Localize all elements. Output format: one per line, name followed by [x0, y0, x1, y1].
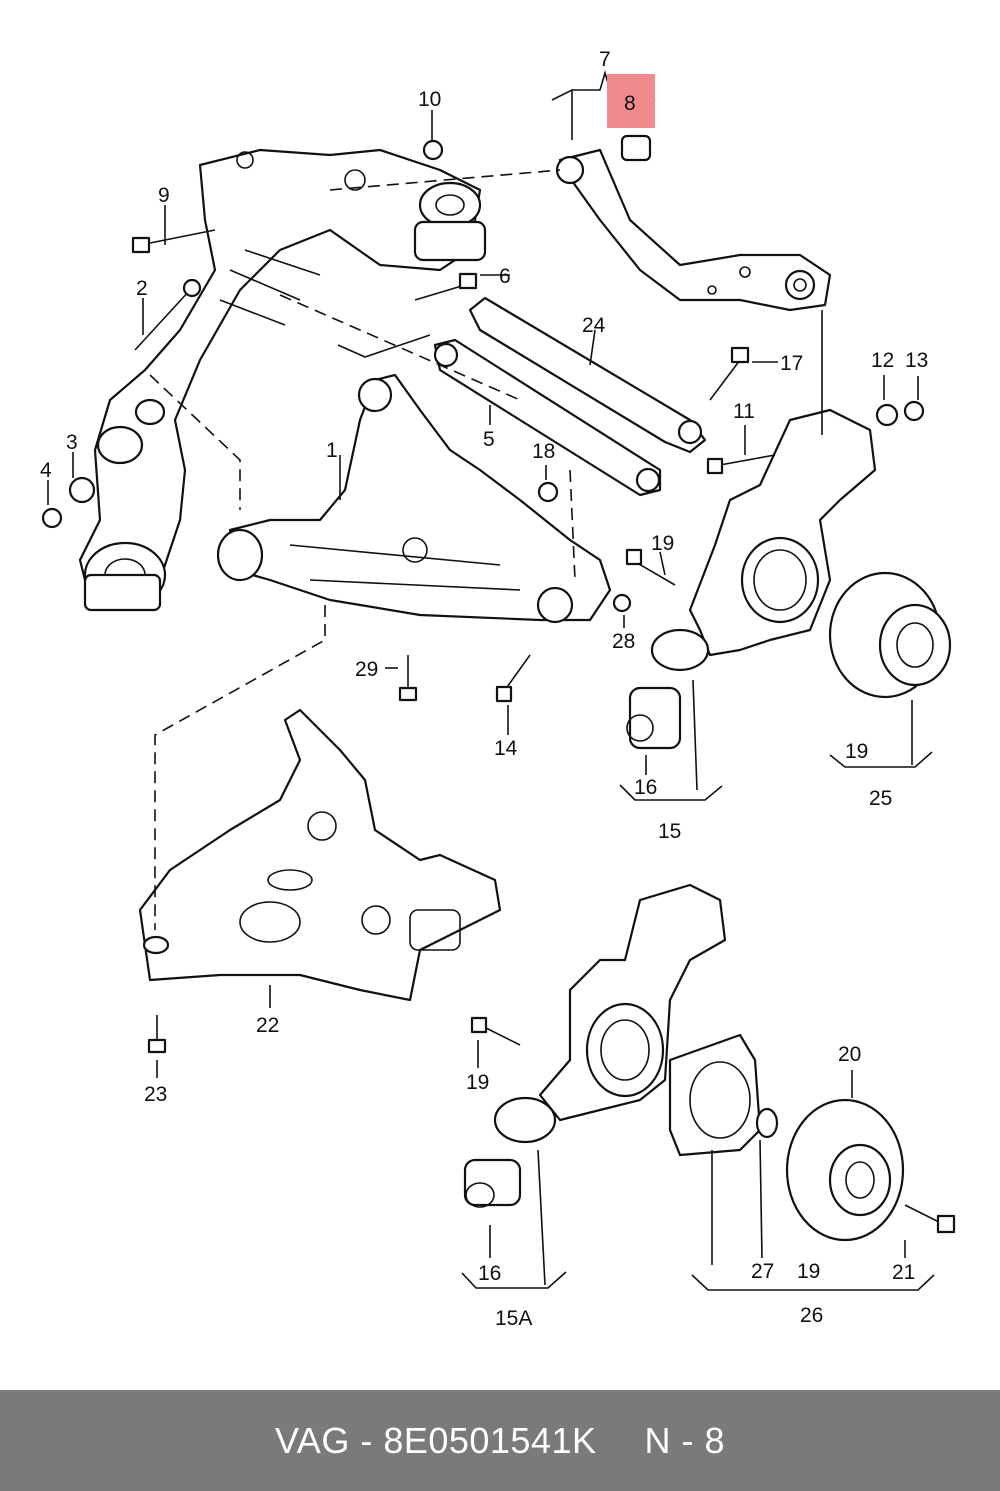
underbody-shield — [138, 708, 502, 1002]
label-11: 11 — [733, 400, 755, 423]
label-7: 7 — [599, 48, 611, 71]
label-2: 2 — [136, 277, 148, 300]
exploded-parts-diagram: 1 2 3 4 5 6 7 8 9 10 11 12 13 14 15 15A … — [40, 48, 956, 1330]
footer-bar: VAG - 8E0501541K N - 8 — [0, 1390, 1000, 1491]
label-4: 4 — [40, 459, 52, 482]
label-10: 10 — [418, 88, 441, 111]
label-8: 8 — [624, 92, 636, 115]
footer-page: N - 8 — [644, 1419, 726, 1461]
wheel-carrier-lower — [463, 883, 727, 1208]
wheel-hub-upper — [828, 571, 952, 699]
subframe — [78, 148, 487, 612]
label-13: 13 — [905, 349, 928, 372]
label-29: 29 — [355, 658, 378, 681]
label-3: 3 — [66, 431, 78, 454]
label-19-d: 19 — [797, 1260, 820, 1283]
label-20: 20 — [838, 1043, 861, 1066]
label-19-b: 19 — [845, 740, 868, 763]
label-27: 27 — [751, 1260, 774, 1283]
callout-labels: 1 2 3 4 5 6 7 8 9 10 11 12 13 14 15 15A … — [40, 48, 928, 1330]
label-19-a: 19 — [651, 532, 674, 555]
label-15: 15 — [658, 820, 681, 843]
label-26: 26 — [800, 1304, 823, 1327]
label-23: 23 — [144, 1083, 167, 1106]
bearing-and-hub-lower — [668, 1033, 905, 1242]
leader-lines — [47, 70, 935, 1291]
label-16-upper: 16 — [634, 776, 657, 799]
label-15a: 15A — [495, 1307, 532, 1330]
label-21: 21 — [892, 1261, 915, 1284]
upper-control-arm — [555, 134, 832, 312]
label-9: 9 — [158, 184, 170, 207]
label-28: 28 — [612, 630, 635, 653]
label-14: 14 — [494, 737, 518, 760]
label-1: 1 — [326, 439, 338, 462]
footer-part-number: VAG - 8E0501541K — [274, 1419, 597, 1461]
label-17: 17 — [780, 352, 803, 375]
assembly-dashed-lines — [149, 169, 576, 930]
wheel-carrier-upper — [626, 408, 877, 750]
label-12: 12 — [871, 349, 894, 372]
fasteners — [41, 139, 956, 1234]
track-links — [433, 296, 707, 497]
label-19-c: 19 — [466, 1071, 489, 1094]
label-24: 24 — [582, 314, 606, 337]
label-22: 22 — [256, 1014, 279, 1037]
label-5: 5 — [483, 428, 495, 451]
highlight-part-8 — [607, 74, 655, 128]
label-25: 25 — [869, 787, 892, 810]
label-6: 6 — [499, 265, 511, 288]
lower-wishbone — [216, 373, 612, 624]
label-16-lower: 16 — [478, 1262, 501, 1285]
label-18: 18 — [532, 440, 555, 463]
